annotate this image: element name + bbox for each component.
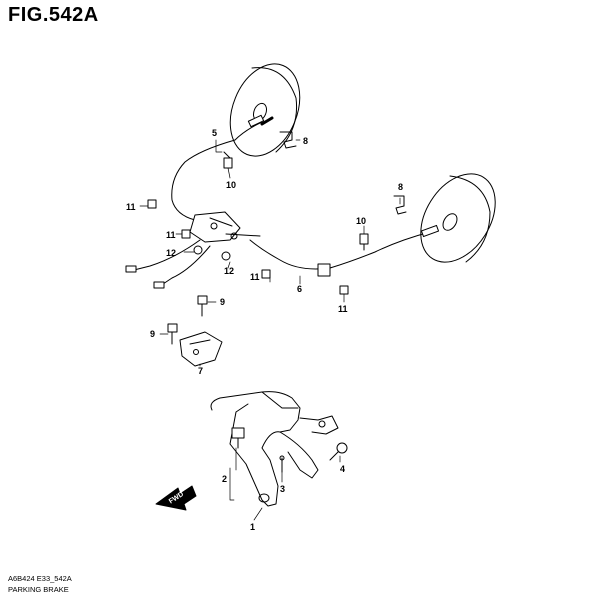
lever-cables (125, 239, 211, 289)
callout-11-d: 11 (338, 304, 348, 314)
clamp-12-b (221, 251, 231, 261)
callout-10-right: 10 (356, 216, 366, 226)
bolt-10-right (359, 233, 369, 251)
bracket-7 (179, 331, 223, 367)
callout-5: 5 (212, 128, 217, 138)
figure-title: FIG.542A (8, 4, 99, 26)
callout-2: 2 (222, 474, 227, 484)
equalizer-assembly (189, 211, 261, 243)
left-brake-disc (229, 63, 301, 157)
nut-11-d (339, 285, 349, 295)
callout-4: 4 (340, 464, 345, 474)
callout-8-right: 8 (398, 182, 403, 192)
callout-11-a: 11 (126, 202, 136, 212)
bolt-4 (329, 442, 348, 461)
callout-12-a: 12 (166, 248, 176, 258)
leader-lines (139, 139, 401, 521)
bolt-9-left (167, 323, 178, 345)
callout-3: 3 (280, 484, 285, 494)
bolt-9-upper (197, 295, 208, 317)
clamp-12-a (193, 245, 203, 255)
fwd-arrow-icon (155, 485, 197, 511)
callout-labels: 1 2 3 4 5 6 7 8 8 9 9 10 10 11 11 11 11 … (126, 128, 403, 532)
callout-10-left: 10 (226, 180, 236, 190)
brake-cable-6 (249, 224, 440, 277)
nut-11-a (147, 199, 157, 209)
callout-6: 6 (297, 284, 302, 294)
brake-switch-2 (231, 427, 245, 449)
callout-7: 7 (198, 366, 203, 376)
clip-8-right (393, 195, 407, 215)
bolt-10-left (223, 151, 233, 169)
callout-1: 1 (250, 522, 255, 532)
clip-8-left (279, 131, 297, 149)
callout-9-upper: 9 (220, 297, 225, 307)
right-brake-disc (420, 173, 496, 263)
figure-caption: PARKING BRAKE (8, 585, 69, 594)
callout-9-left: 9 (150, 329, 155, 339)
figure-code: A6B424 E33_542A (8, 574, 72, 583)
callout-12-b: 12 (224, 266, 234, 276)
callout-11-c: 11 (250, 272, 260, 282)
screw-3 (279, 455, 285, 473)
nut-11-b (181, 229, 191, 239)
callout-11-b: 11 (166, 230, 176, 240)
nut-11-c (261, 269, 271, 279)
callout-8-left: 8 (303, 136, 308, 146)
